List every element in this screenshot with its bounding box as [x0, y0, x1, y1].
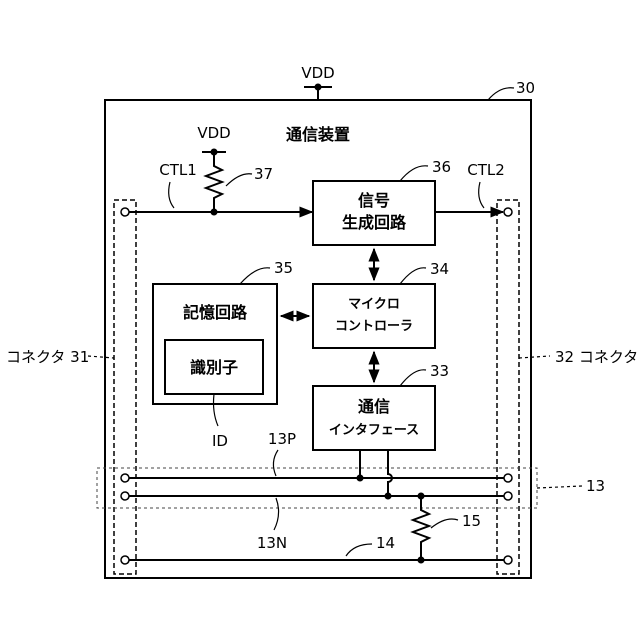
ref-13p: 13P	[268, 430, 296, 448]
ctl2-leader	[479, 182, 484, 208]
node-13p	[357, 475, 364, 482]
ref-37-leader	[226, 174, 252, 186]
connector-right-leader	[519, 356, 550, 358]
vdd-top-node	[315, 84, 322, 91]
signal-generator-line2: 生成回路	[342, 213, 407, 232]
ref-13n: 13N	[257, 534, 287, 552]
connector-left-leader	[88, 356, 114, 358]
ref-30-leader	[488, 88, 514, 100]
connector-right-label: 32 コネクタ	[555, 348, 638, 366]
ref-37: 37	[254, 165, 273, 183]
device-title: 通信装置	[286, 125, 350, 144]
connector-31-outline	[114, 200, 136, 574]
resistor-15	[413, 496, 429, 560]
ref-14-leader	[346, 544, 372, 556]
ctl1-label: CTL1	[159, 161, 197, 179]
id-label: ID	[212, 432, 228, 450]
terminal-32-13n	[504, 492, 512, 500]
ref-33: 33	[430, 362, 449, 380]
terminal-31-13p	[121, 474, 129, 482]
signal-generator-line1: 信号	[358, 191, 390, 210]
microcontroller-line2: コントローラ	[335, 319, 413, 334]
ref-13: 13	[586, 477, 605, 495]
ref-15-leader	[431, 519, 458, 528]
node-13n	[385, 493, 392, 500]
microcontroller-block	[313, 284, 435, 348]
ref-13p-leader	[273, 450, 278, 476]
terminal-32-14	[504, 556, 512, 564]
comm-interface-block	[313, 386, 435, 450]
ref-34-leader	[400, 268, 426, 284]
terminal-31-14	[121, 556, 129, 564]
microcontroller-line1: マイクロ	[348, 297, 400, 312]
ref-36: 36	[432, 158, 451, 176]
vdd-inner-label: VDD	[197, 124, 230, 142]
commif-to-13n	[388, 450, 392, 496]
terminal-32-13p	[504, 474, 512, 482]
connector-32-outline	[497, 200, 519, 574]
terminal-32-ctl2	[504, 208, 512, 216]
ref-34: 34	[430, 260, 449, 278]
ref-14: 14	[376, 534, 395, 552]
resistor-37	[206, 152, 222, 212]
node-ctl1	[211, 209, 218, 216]
comm-interface-line2: インタフェース	[329, 423, 419, 438]
terminal-31-ctl1	[121, 208, 129, 216]
ref-13-leader	[537, 486, 582, 488]
ref-35: 35	[274, 259, 293, 277]
ref-13n-leader	[274, 498, 279, 530]
ref-30: 30	[516, 79, 535, 97]
identifier-label: 識別子	[190, 358, 238, 377]
memory-label: 記憶回路	[183, 303, 248, 322]
ref-15: 15	[462, 512, 481, 530]
terminal-31-13n	[121, 492, 129, 500]
ctl2-label: CTL2	[467, 161, 505, 179]
ref-33-leader	[400, 370, 426, 386]
bus-13-envelope	[97, 468, 537, 508]
ctl1-leader	[169, 182, 174, 208]
ref-35-leader	[240, 268, 270, 284]
comm-interface-line1: 通信	[358, 397, 390, 416]
connector-left-label: コネクタ 31	[6, 348, 89, 366]
ref-36-leader	[400, 166, 428, 181]
vdd-top-label: VDD	[301, 64, 334, 82]
